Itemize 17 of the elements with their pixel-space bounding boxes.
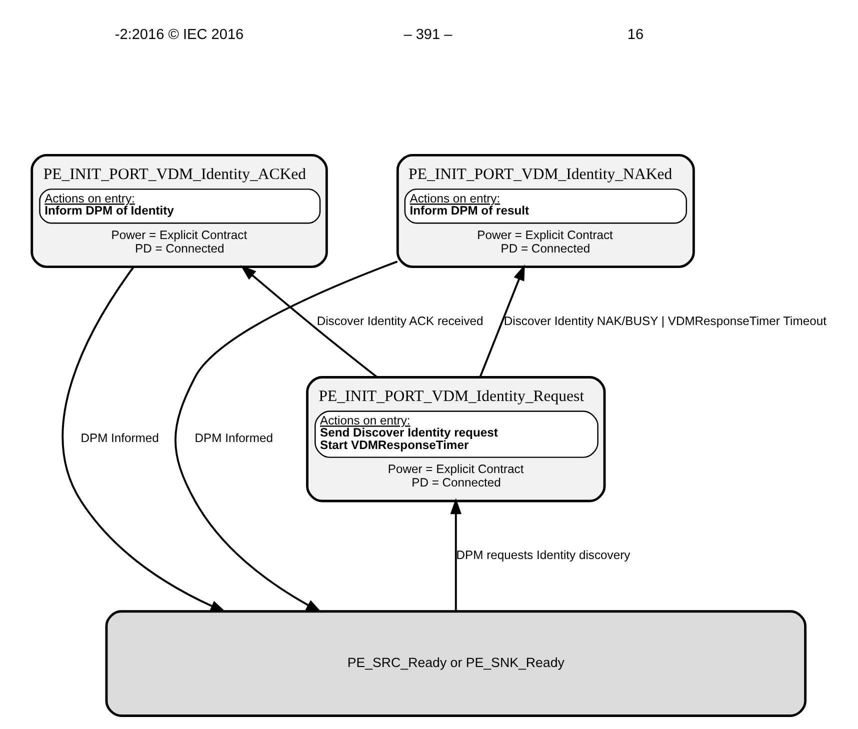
arrow — [240, 265, 378, 378]
arrow — [174, 260, 398, 613]
edge-label: Discover Identity ACK received — [316, 314, 483, 328]
node-box: PE_INIT_PORT_VDM_Identity_NAKed Actions on entry: Inform DPM of result Power = Explicit Contract PD = Connected — [396, 154, 694, 268]
label: 16 — [626, 26, 644, 43]
node-box: PE_INIT_PORT_VDM_Identity_ACKed Actions on entry: Inform DPM of Identity Power = Explicit Contract PD = Connected — [30, 154, 328, 268]
node-box: PE_SRC_Ready or PE_SNK_Ready — [104, 610, 806, 717]
label: – 391 – — [403, 26, 452, 43]
arrow — [450, 498, 461, 611]
node-box: PE_INIT_PORT_VDM_Identity_Request Actions on entry: Send Discover Identity request Start VDMResponseTimer Power = Explicit Contract PD = Connected — [306, 376, 606, 502]
arrow — [61, 266, 226, 612]
edge-label: DPM Informed — [80, 431, 158, 446]
label: -2:2016 © IEC 2016 — [114, 26, 244, 43]
edge-label: DPM requests Identity discovery — [456, 548, 630, 562]
arrow — [478, 264, 524, 378]
edge-label: Discover Identity NAK/BUSY | VDMResponseTimer Timeout — [503, 314, 826, 328]
edge-label: DPM Informed — [194, 431, 272, 446]
